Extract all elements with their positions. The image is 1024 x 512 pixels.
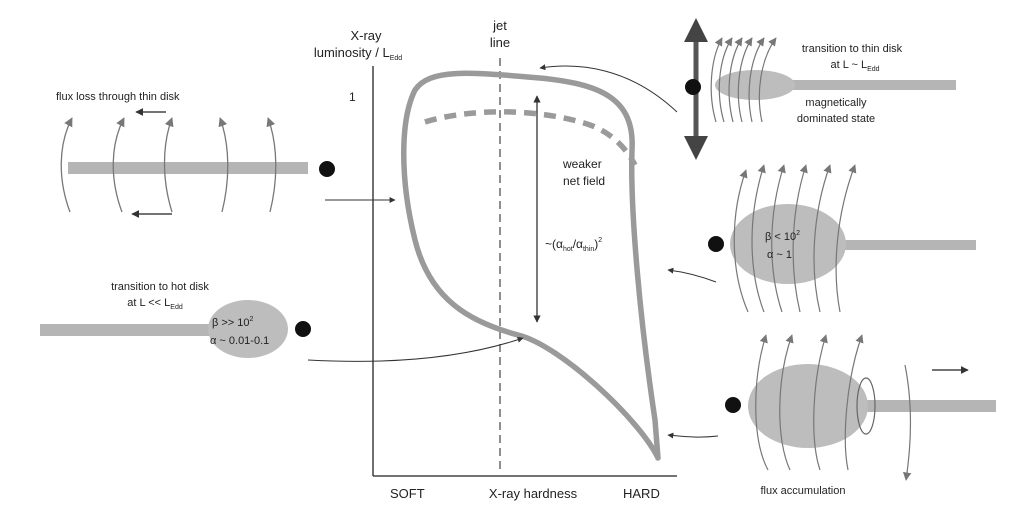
hard-state-alpha: α ~ 1 [767,249,792,261]
state-line2: dominated state [797,113,875,125]
weaker-field-dashed-track [424,109,638,167]
black-hole-dot [295,321,311,337]
field-lines-dense [710,37,777,123]
weaker-net-field-line2: net field [563,174,605,188]
weaker-net-field-line1: weaker [562,157,602,171]
y-axis-label-line1: X-ray [350,28,382,43]
field-lines-open [60,117,277,213]
hot-flow-blob [730,204,846,284]
y-axis-label-line2: luminosity / LEdd [314,45,402,62]
hard-state-beta: β < 102 [765,230,800,243]
hot-flow-blob [208,300,288,358]
black-hole-dot [708,236,724,252]
arrow-to-hot-transition [307,336,524,362]
flux-loss-label: flux loss through thin disk [56,91,180,103]
field-lines-accumulated [755,334,912,481]
axes: X-ray luminosity / LEdd 1 SOFT X-ray har… [314,28,677,501]
thin-disk-bar [820,240,976,250]
field-lines-mid [733,164,857,313]
hot-disk-title-line2: at L << LEdd [127,297,183,311]
thin-disk-bar [760,80,956,90]
alpha-ratio-label: ~(αhot/αthin)2 [545,237,602,253]
panel-flux-loss: flux loss through thin disk [56,91,335,218]
panel-thin-disk: transition to thin disk at L ~ LEdd magn… [684,18,956,160]
black-hole-dot [725,397,741,413]
hot-disk-title-line1: transition to hot disk [111,281,209,293]
thin-disk-bar [860,400,996,412]
hot-disk-beta: β >> 102 [212,316,254,329]
panel-hard-state: β < 102 α ~ 1 [708,164,976,313]
jet-line: jet line [490,18,510,470]
thin-disk-title-line1: transition to thin disk [802,43,903,55]
hysteresis-track: weaker net field ~(αhot/αthin)2 [401,70,661,461]
jet-line-label-2: line [490,35,510,50]
hot-disk-alpha: α ~ 0.01-0.1 [210,335,269,347]
state-line1: magnetically [805,97,867,109]
black-hole-dot [319,161,335,177]
flux-accumulation-label: flux accumulation [761,485,846,497]
q-curve [401,70,661,461]
panel-hot-disk: transition to hot disk at L << LEdd β >>… [40,281,311,358]
jet-line-label-1: jet [492,18,507,33]
x-axis-label: X-ray hardness [489,486,578,501]
x-label-soft: SOFT [390,486,425,501]
arrow-to-thin-transition [539,64,678,113]
x-label-hard: HARD [623,486,660,501]
arrow-to-hard-state [667,267,717,283]
compact-blob [715,70,795,100]
hot-flow-blob [748,364,868,448]
thin-disk-title-line2: at L ~ LEdd [830,59,879,73]
y-tick-1: 1 [349,90,356,104]
black-hole-dot [685,79,701,95]
panel-flux-accumulation: flux accumulation [725,334,996,497]
thin-disk-bar [68,162,308,174]
thin-disk-bar [40,324,215,336]
arrow-to-flux-accumulation [667,432,719,439]
connector-arrows [307,64,719,439]
flux-ring [856,377,876,435]
